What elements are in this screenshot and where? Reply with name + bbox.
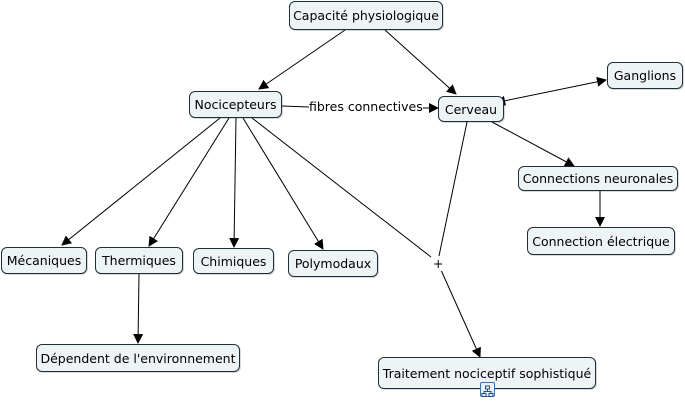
link-nocicepteurs-thermiques	[148, 117, 230, 247]
link-nocicepteurs-polymodaux	[242, 117, 324, 250]
node-ganglions[interactable]: Ganglions	[607, 62, 683, 89]
link-capacite-nocicepteurs	[258, 29, 346, 90]
link-capacite-cerveau	[384, 29, 457, 95]
node-chimiques[interactable]: Chimiques	[193, 248, 274, 274]
link-thermiques-dependent	[133, 273, 144, 344]
node-nocicepteurs[interactable]: Nocicepteurs	[189, 91, 282, 118]
node-thermiques[interactable]: Thermiques	[95, 247, 183, 274]
node-connection-electrique[interactable]: Connection électrique	[527, 227, 675, 255]
link-cerveau-ganglions	[495, 76, 607, 106]
link-nocicepteurs-plus	[251, 117, 432, 258]
concept-map-icon[interactable]	[480, 382, 495, 397]
link-nocicepteurs-fibres	[281, 105, 310, 108]
node-connections-neuronales[interactable]: Connections neuronales	[518, 166, 678, 191]
link-nocicepteurs-mecaniques	[61, 117, 221, 246]
node-cerveau[interactable]: Cerveau	[438, 96, 504, 122]
link-label-plus: +	[432, 256, 445, 271]
node-polymodaux[interactable]: Polymodaux	[288, 250, 378, 277]
node-mecaniques[interactable]: Mécaniques	[1, 247, 87, 274]
link-cerveau-connections	[491, 121, 575, 167]
link-cerveau-plus	[438, 121, 468, 257]
link-label-fibres-connectives: fibres connectives	[309, 99, 423, 114]
link-nocicepteurs-chimiques	[229, 117, 240, 248]
link-plus-traitement	[440, 269, 481, 358]
concept-map-glyph-icon	[481, 385, 494, 397]
node-dependent-environnement[interactable]: Dépendent de l'environnement	[36, 344, 240, 372]
node-capacite-physiologique[interactable]: Capacité physiologique	[289, 1, 443, 30]
